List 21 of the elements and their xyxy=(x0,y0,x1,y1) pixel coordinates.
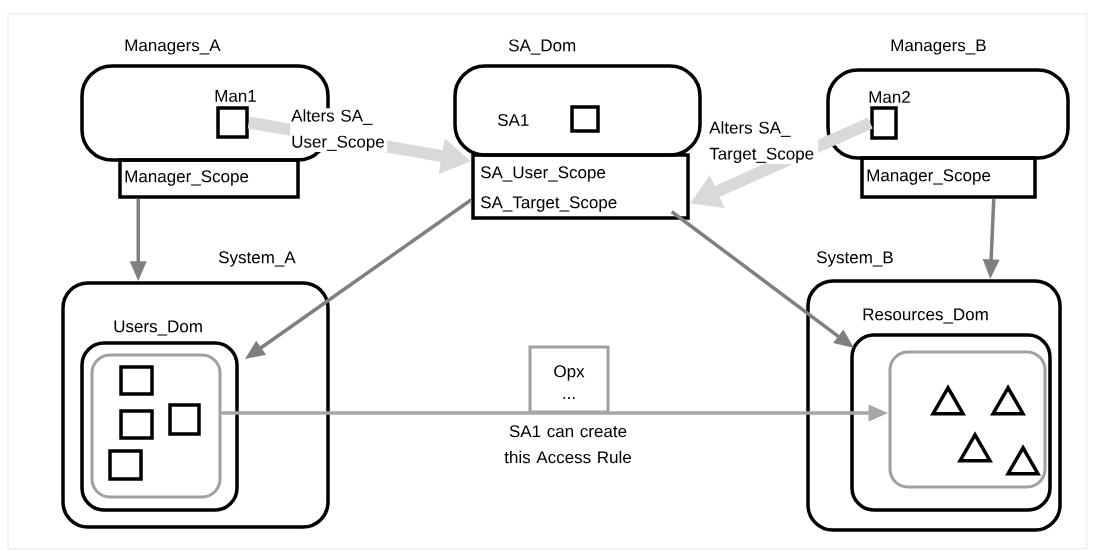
set-box xyxy=(90,353,222,499)
square-symbol xyxy=(119,409,154,440)
edge-label: Alters SA_ User_Scope xyxy=(290,108,388,153)
scope-box: Manager_Scope xyxy=(118,158,300,199)
node-label: Managers_A xyxy=(125,39,221,55)
node-label: Managers_B xyxy=(891,39,986,55)
square-symbol xyxy=(119,365,154,396)
square-symbol xyxy=(168,403,201,436)
node-label: Users_Dom xyxy=(114,320,202,336)
node-label: SA_Dom xyxy=(508,39,576,55)
square-symbol xyxy=(108,449,143,481)
node-label: System_B xyxy=(816,251,893,267)
node-label: Resources_Dom xyxy=(863,308,988,324)
edge-label: Alters SA_ Target_Scope xyxy=(708,120,819,165)
domain-box: Users_Dom xyxy=(80,320,239,512)
scope-box: Manager_Scope xyxy=(860,156,1037,199)
domain-box: Resources_Dom xyxy=(850,308,1052,512)
edge-label: SA1 can create this Access Rule xyxy=(492,424,644,465)
node-label: System_A xyxy=(218,251,296,267)
scope-box: SA_User_Scope SA_Target_Scope xyxy=(471,153,690,220)
set-box xyxy=(888,350,1047,489)
